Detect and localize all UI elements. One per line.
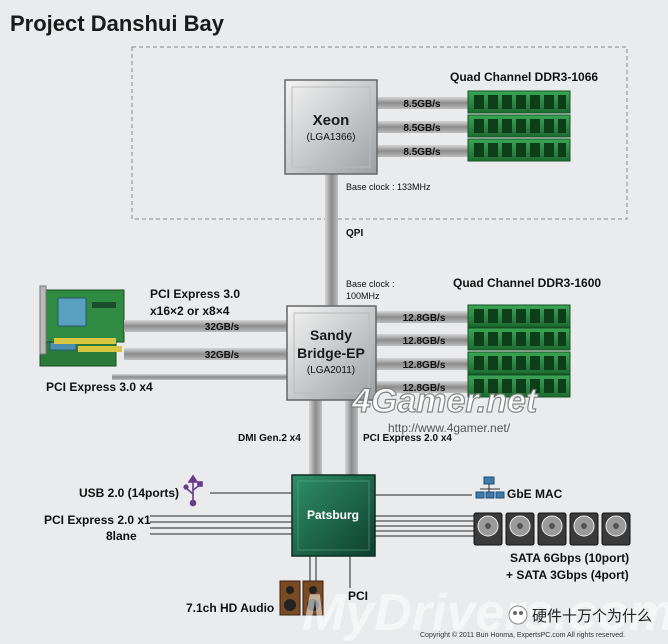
ddr3-1600-dimms — [467, 304, 571, 398]
watermark-4gamer: 4Gamer.net — [351, 382, 539, 420]
ddr3-1600-bw-4: 12.8GB/s — [403, 383, 446, 394]
pcie3-x4-bus — [112, 374, 287, 380]
ddr3-1600-bw-2: 12.8GB/s — [403, 336, 446, 347]
base-clock-133: Base clock : 133MHz — [346, 182, 431, 192]
ddr3-1066-bw-2: 8.5GB/s — [403, 123, 441, 134]
sandy-socket: (LGA2011) — [307, 365, 355, 376]
ddr3-1600-buses — [376, 311, 468, 393]
wechat-account: 硬件十万个为什么 — [532, 607, 652, 625]
hdd-icon — [601, 512, 631, 546]
network-icon — [475, 476, 505, 499]
pcie2-x4-label: PCI Express 2.0 x4 — [363, 433, 452, 444]
qpi-bus — [325, 172, 338, 306]
diagram-title: Project Danshui Bay — [10, 11, 225, 36]
usb-label: USB 2.0 (14ports) — [79, 486, 179, 500]
dimm-module — [467, 114, 571, 138]
pcie3-bw-2: 32GB/s — [205, 350, 240, 361]
ddr3-1600-bw-1: 12.8GB/s — [403, 313, 446, 324]
hdd-icon — [505, 512, 535, 546]
ddr3-1600-label: Quad Channel DDR3-1600 — [453, 276, 601, 290]
sandy-name-line2: Bridge-EP — [297, 345, 365, 361]
xeon-name: Xeon — [313, 112, 350, 129]
cpu1-domain-outline — [131, 46, 628, 220]
pcie2-x1-label-line2: 8lane — [106, 529, 137, 543]
gbe-label: GbE MAC — [507, 487, 563, 501]
pcie3-label-line2: x16×2 or x8×4 — [150, 304, 230, 318]
pcie3-label-line1: PCI Express 3.0 — [150, 287, 240, 301]
xeon-cpu — [284, 79, 378, 175]
watermark-mydrivers: MyDrivers.com — [302, 584, 668, 642]
qpi-label: QPI — [346, 228, 363, 239]
xeon-socket: (LGA1366) — [307, 132, 356, 143]
pcie3-x4-label: PCI Express 3.0 x4 — [46, 380, 153, 394]
wechat-icon — [508, 605, 528, 625]
pci-label: PCI — [348, 589, 368, 603]
hdd-icon — [569, 512, 599, 546]
watermark-url: http://www.4gamer.net/ — [388, 421, 511, 435]
base-clock-100-line1: Base clock : — [346, 279, 395, 289]
base-clock-100-line2: 100MHz — [346, 291, 380, 301]
patsburg-pch — [291, 474, 376, 557]
ddr3-1066-dimms — [467, 90, 571, 162]
speaker-icon — [279, 580, 324, 616]
hdd-icon — [537, 512, 567, 546]
ddr3-1066-bw-3: 8.5GB/s — [403, 147, 441, 158]
sata-label-line2: + SATA 3Gbps (4port) — [506, 568, 629, 582]
ddr3-1600-bw-3: 12.8GB/s — [403, 360, 446, 371]
dmi-bus — [309, 398, 322, 476]
sandy-bridge-ep-cpu — [286, 305, 377, 401]
dimm-module — [467, 90, 571, 114]
audio-label: 7.1ch HD Audio — [186, 601, 274, 615]
dimm-module — [467, 351, 571, 375]
sata-label-line1: SATA 6Gbps (10port) — [510, 551, 629, 565]
sandy-name-line1: Sandy — [310, 327, 352, 343]
pcie3-bus-1 — [124, 320, 287, 332]
ddr3-1066-label: Quad Channel DDR3-1066 — [450, 70, 598, 84]
ddr3-1066-buses — [376, 97, 468, 157]
patsburg-name: Patsburg — [307, 508, 359, 522]
dimm-module — [467, 304, 571, 328]
dimm-module — [467, 327, 571, 351]
dimm-module — [467, 138, 571, 162]
sata-drives — [473, 512, 631, 546]
copyright: Copyright © 2011 Bun Honma, ExpertsPC.co… — [420, 631, 625, 639]
pcie-cards — [39, 285, 125, 367]
pcie3-bus-2 — [124, 348, 287, 360]
usb-icon — [183, 474, 203, 507]
pcie3-bw-1: 32GB/s — [205, 322, 240, 333]
pch-io-lines — [150, 492, 475, 588]
ddr3-1066-bw-1: 8.5GB/s — [403, 99, 441, 110]
dmi-label: DMI Gen.2 x4 — [238, 433, 301, 444]
pcie2-x4-bus — [345, 398, 358, 476]
pcie2-x1-label-line1: PCI Express 2.0 x1 — [44, 513, 151, 527]
hdd-icon — [473, 512, 503, 546]
dimm-module — [467, 374, 571, 398]
